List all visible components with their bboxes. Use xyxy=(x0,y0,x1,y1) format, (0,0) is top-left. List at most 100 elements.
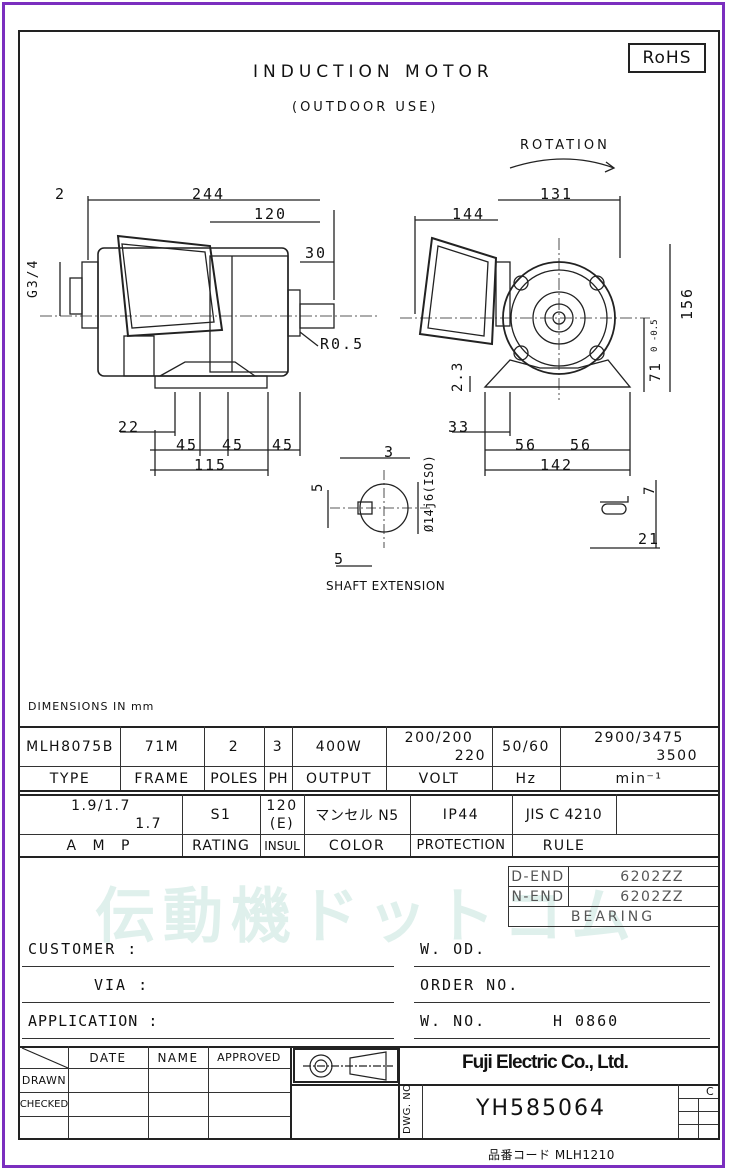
spec-ph-value: 3 xyxy=(272,739,284,755)
table-divider xyxy=(20,834,718,835)
drawing-subtitle: (OUTDOOR USE) xyxy=(292,100,439,115)
spec-volt-header: VOLT xyxy=(418,770,460,787)
spec-rule-value: JIS C 4210 xyxy=(525,807,603,823)
wno-value: H 0860 xyxy=(553,1012,620,1030)
table-divider xyxy=(68,1046,69,1138)
table-divider xyxy=(508,926,718,927)
spec-insul-value-1: 120 xyxy=(266,797,298,814)
spec-rpm-value-2: 3500 xyxy=(656,747,698,764)
spec-amp-value-1: 1.9/1.7 xyxy=(71,797,131,814)
table-divider xyxy=(20,1116,292,1117)
spec-color-header: COLOR xyxy=(328,837,386,854)
spec-type-header: TYPE xyxy=(49,770,91,787)
table-divider xyxy=(568,866,569,906)
dim-7: 7 xyxy=(642,484,658,495)
dim-144: 144 xyxy=(452,205,486,223)
table-divider xyxy=(616,794,617,834)
dim-71: 71 xyxy=(648,361,664,382)
wno-label: W. NO. xyxy=(420,1012,487,1030)
table-divider xyxy=(398,1046,400,1138)
table-divider xyxy=(204,726,205,790)
table-divider xyxy=(292,726,293,790)
shaft-extension-label: SHAFT EXTENSION xyxy=(326,579,446,593)
spec-amp-header: A M P xyxy=(66,837,136,854)
bearing-n-end-label: N-END xyxy=(511,888,565,905)
spec-volt-value-2: 220 xyxy=(454,747,486,764)
drawn-label: DRAWN xyxy=(21,1074,67,1087)
bearing-d-end-label: D-END xyxy=(511,868,565,885)
watermark-text: 伝動機ドットコム xyxy=(95,882,639,952)
rohs-badge: RoHS xyxy=(628,43,706,73)
table-border xyxy=(20,856,718,858)
units-note: DIMENSIONS IN mm xyxy=(28,700,155,713)
dim-45-a: 45 xyxy=(176,436,199,454)
table-divider xyxy=(304,794,305,856)
spec-type-value: MLH8075B xyxy=(26,739,114,755)
spec-output-value: 400W xyxy=(315,739,363,755)
drawing-sheet xyxy=(18,30,720,1140)
spec-rating-header: RATING xyxy=(192,837,250,854)
dim-120: 120 xyxy=(254,205,288,223)
field-underline xyxy=(22,1038,394,1039)
dim-115: 115 xyxy=(194,456,228,474)
spec-hz-header: Hz xyxy=(515,770,537,787)
table-divider xyxy=(208,1046,209,1138)
field-underline xyxy=(414,1038,710,1039)
spec-poles-header: POLES xyxy=(210,770,258,787)
application-label: APPLICATION : xyxy=(28,1012,159,1030)
spec-volt-value-1: 200/200 xyxy=(404,729,474,746)
wod-label: W. OD. xyxy=(420,940,487,958)
table-divider xyxy=(410,794,411,856)
table-divider xyxy=(20,766,718,767)
table-divider xyxy=(20,1068,292,1069)
dim-2: 2 xyxy=(55,185,67,203)
dim-56-a: 56 xyxy=(515,436,538,454)
spec-rpm-value-1: 2900/3475 xyxy=(594,729,684,746)
table-divider xyxy=(386,726,387,790)
table-divider xyxy=(508,866,509,926)
table-divider xyxy=(290,1084,718,1086)
outer-frame xyxy=(2,2,725,1168)
spec-color-value: マンセル N5 xyxy=(315,808,399,824)
field-underline xyxy=(22,966,394,967)
approved-header: APPROVED xyxy=(217,1051,281,1064)
table-divider xyxy=(512,794,513,856)
spec-ph-header: PH xyxy=(268,770,288,787)
bearing-d-end-value: 6202ZZ xyxy=(620,868,684,885)
title-block-border xyxy=(20,1046,718,1048)
dim-45-c: 45 xyxy=(272,436,295,454)
spec-protection-header: PROTECTION xyxy=(416,838,506,853)
rotation-label: ROTATION xyxy=(520,138,610,153)
spec-output-header: OUTPUT xyxy=(305,770,373,787)
table-divider xyxy=(182,794,183,856)
bearing-n-end-value: 6202ZZ xyxy=(620,888,684,905)
dim-2-3: 2.3 xyxy=(450,360,466,392)
dwg-no-label: DWG. NO xyxy=(402,1083,413,1134)
via-label: VIA : xyxy=(94,976,150,994)
spec-frame-value: 71M xyxy=(144,739,180,755)
order-no-label: ORDER NO. xyxy=(420,976,520,994)
drawing-title: INDUCTION MOTOR xyxy=(253,62,494,82)
dim-30: 30 xyxy=(305,244,328,262)
company-name: Fuji Electric Co., Ltd. xyxy=(462,1052,629,1073)
dim-r05: R0.5 xyxy=(320,335,365,353)
part-code: 品番コード MLH1210 xyxy=(488,1148,615,1162)
date-header: DATE xyxy=(89,1050,127,1065)
table-divider xyxy=(422,1084,423,1138)
table-divider xyxy=(508,906,718,907)
table-border xyxy=(20,790,718,792)
spec-frame-header: FRAME xyxy=(134,770,190,787)
dim-33: 33 xyxy=(448,418,471,436)
dim-156: 156 xyxy=(678,286,696,320)
table-divider xyxy=(260,794,261,856)
dim-45-b: 45 xyxy=(222,436,245,454)
table-divider xyxy=(264,726,265,790)
table-divider xyxy=(20,1092,292,1093)
dim-244: 244 xyxy=(192,185,226,203)
table-divider xyxy=(290,1046,292,1138)
field-underline xyxy=(414,1002,710,1003)
dim-131: 131 xyxy=(540,185,574,203)
dim-3: 3 xyxy=(384,443,396,461)
drawing-number: YH585064 xyxy=(476,1096,606,1121)
spec-hz-value: 50/60 xyxy=(502,739,550,755)
